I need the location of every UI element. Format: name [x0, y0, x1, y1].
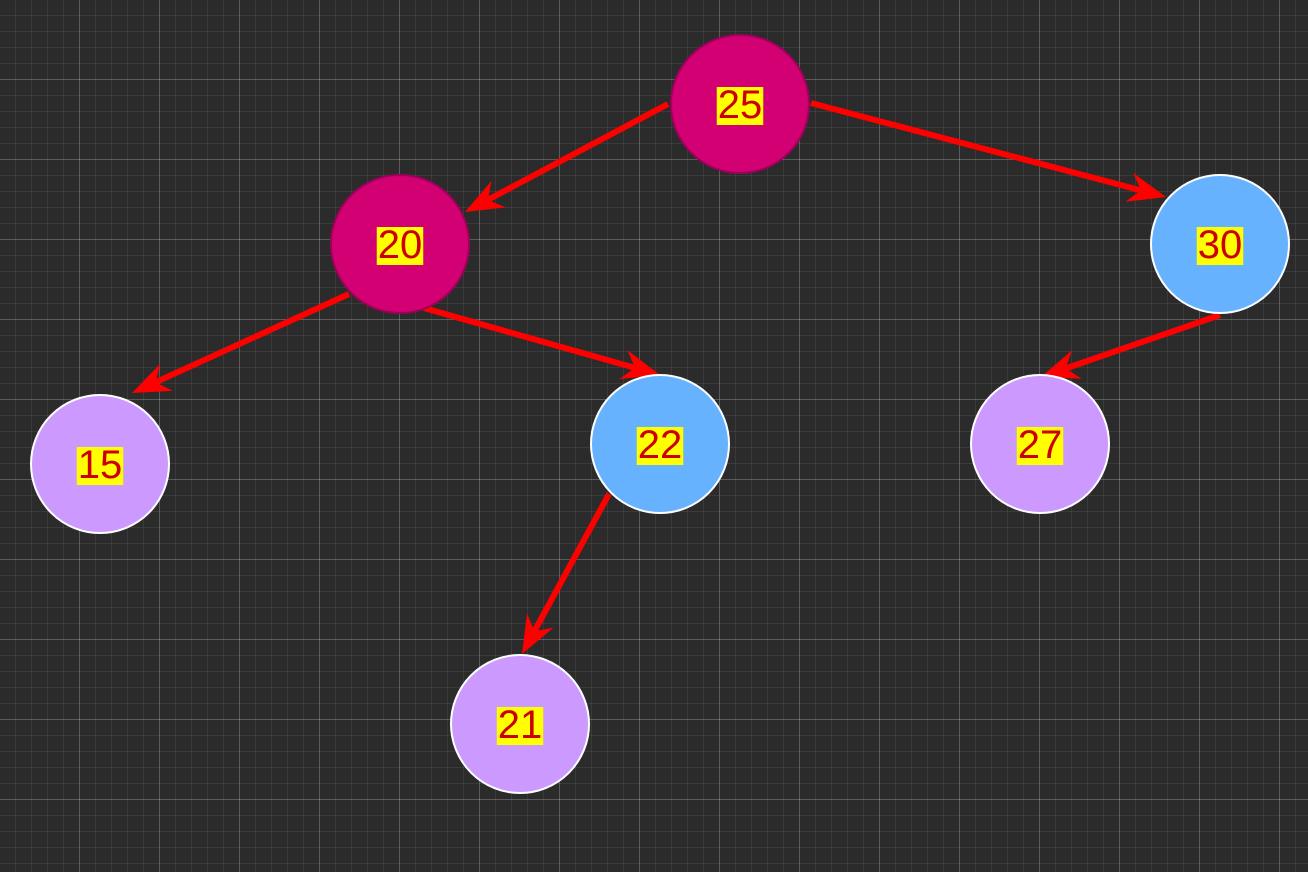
- node-label-highlight: [716, 87, 764, 125]
- arrowhead-icon: [465, 180, 506, 212]
- arrowhead-icon: [1125, 172, 1166, 202]
- node-label-highlight: [636, 427, 684, 465]
- node-label-highlight: [1016, 427, 1064, 465]
- edge-n30-n27: [1041, 312, 1221, 379]
- node-label: 25: [718, 83, 763, 127]
- node-label: 27: [1018, 423, 1063, 467]
- edge-n25-n30: [810, 100, 1166, 202]
- edge-n20-n22: [423, 305, 660, 380]
- tree-node-27[interactable]: 27: [970, 374, 1110, 514]
- arrowhead-icon: [522, 613, 554, 654]
- node-label: 30: [1198, 223, 1243, 267]
- node-label: 22: [638, 423, 683, 467]
- tree-node-22[interactable]: 22: [590, 374, 730, 514]
- node-label-highlight: [1196, 227, 1244, 265]
- node-label: 20: [378, 223, 423, 267]
- tree-node-21[interactable]: 21: [450, 654, 590, 794]
- node-label-highlight: [76, 447, 124, 485]
- node-label-highlight: [376, 227, 424, 265]
- edge-line: [531, 492, 612, 633]
- tree-node-25[interactable]: 25: [670, 34, 810, 174]
- edge-n25-n20: [465, 101, 670, 212]
- edge-line: [810, 100, 1142, 194]
- tree-node-15[interactable]: 15: [30, 394, 170, 534]
- tree-node-20[interactable]: 20: [330, 174, 470, 314]
- arrowhead-icon: [132, 363, 173, 393]
- edge-line: [1064, 312, 1221, 372]
- arrowhead-icon: [619, 350, 660, 380]
- edge-line: [154, 291, 351, 385]
- node-label-highlight: [496, 707, 544, 745]
- edges-layer: [132, 100, 1221, 654]
- node-label: 15: [78, 443, 123, 487]
- edge-n20-n15: [132, 291, 351, 393]
- edge-line: [486, 101, 670, 203]
- arrowhead-icon: [1041, 350, 1082, 379]
- node-label: 21: [498, 703, 543, 747]
- edge-n22-n21: [522, 492, 612, 654]
- tree-node-30[interactable]: 30: [1150, 174, 1290, 314]
- edge-line: [423, 305, 636, 371]
- nodes-layer: 25 20 30 15 22 27 21: [30, 34, 1290, 794]
